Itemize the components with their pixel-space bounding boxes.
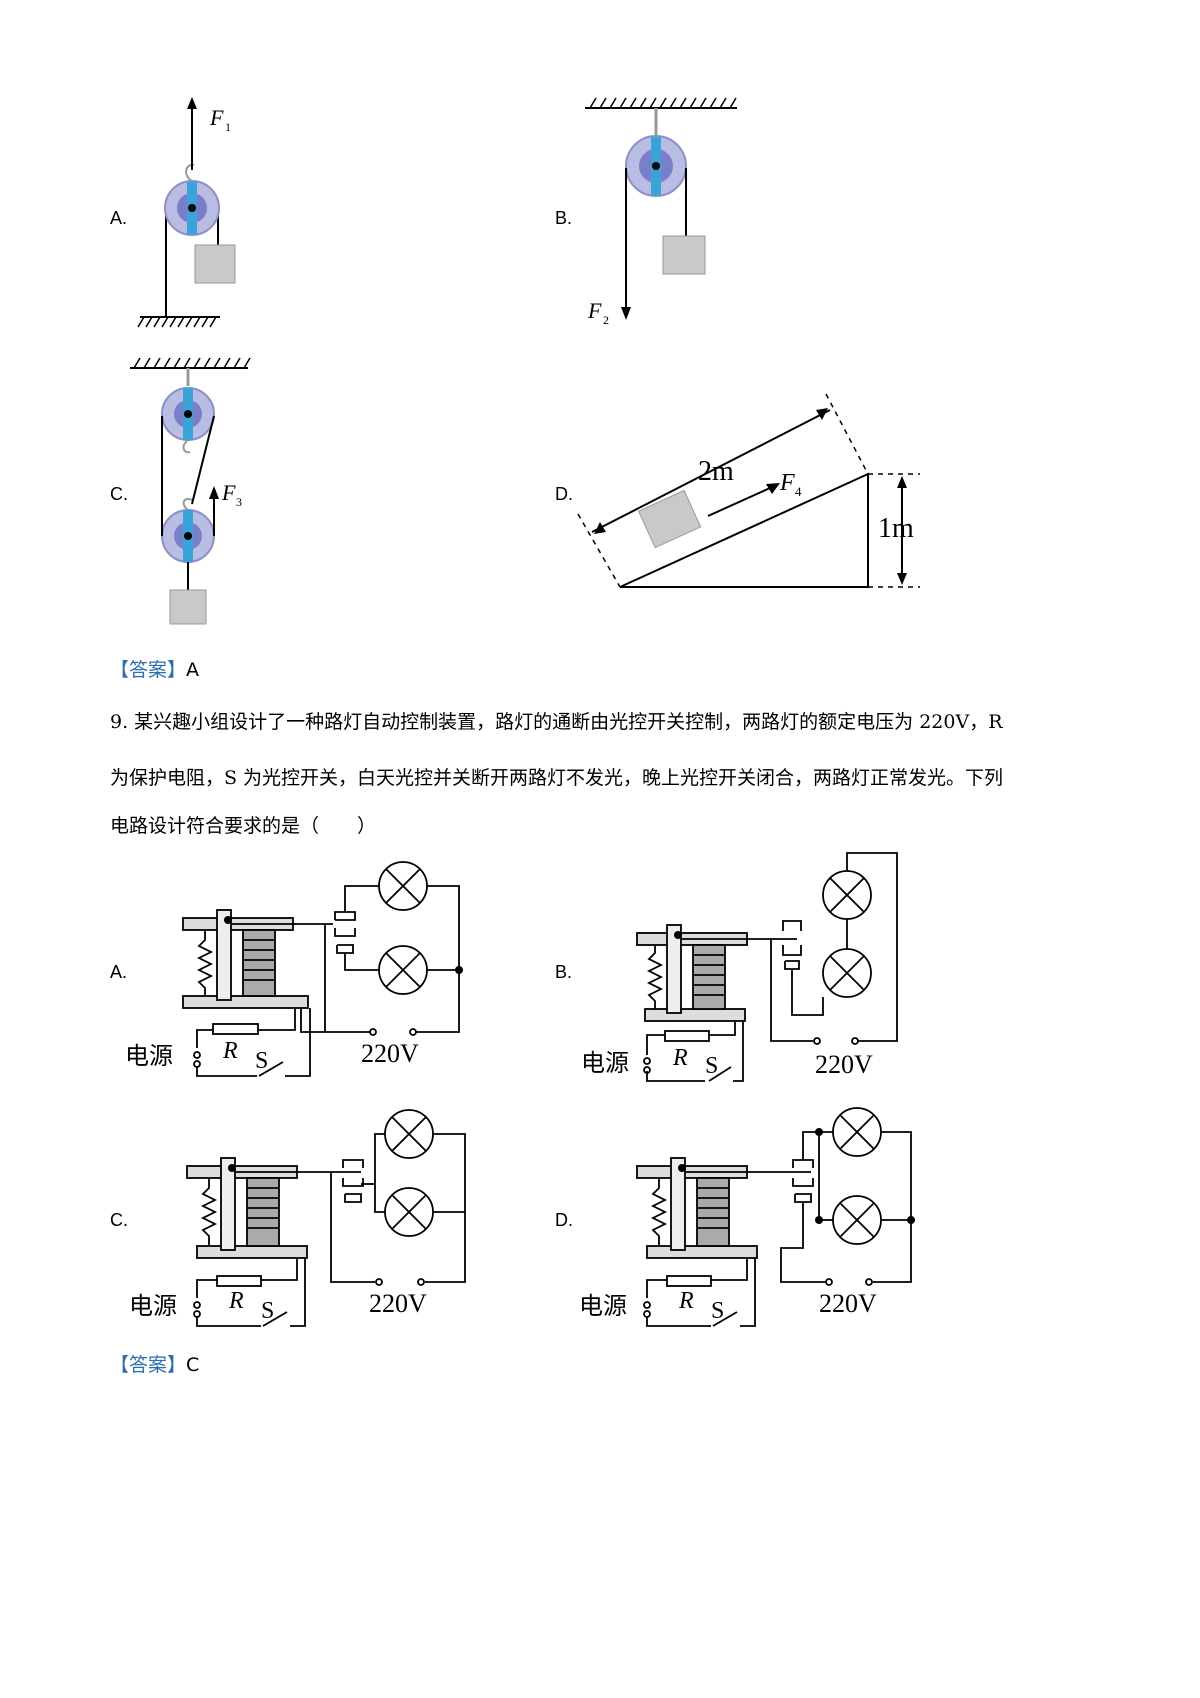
- incline-height-label: 1m: [878, 513, 914, 544]
- power-label: 电源: [579, 1292, 627, 1320]
- resistor-label: R: [228, 1288, 244, 1314]
- switch-label: S: [261, 1298, 274, 1324]
- pulley-figure-a: F 1: [137, 97, 236, 328]
- answer-tag: 【答案】: [110, 1354, 187, 1376]
- resistor-label: R: [222, 1038, 238, 1064]
- voltage-label: 220V: [815, 1050, 873, 1079]
- answer-tag: 【答案】: [110, 659, 187, 681]
- force-label-f3: F: [221, 480, 236, 505]
- circuit-figure-c: 电源 R S 220V: [129, 1109, 466, 1327]
- force-sub-3: 3: [236, 495, 242, 509]
- force-sub-4: 4: [795, 484, 802, 499]
- force-label-f4: F: [779, 470, 795, 496]
- switch-label: S: [711, 1298, 724, 1324]
- answer-8: 【答案】A: [110, 655, 199, 682]
- option-b-label: B.: [555, 208, 573, 228]
- power-label: 电源: [129, 1292, 177, 1320]
- option-c-label: C.: [110, 484, 128, 504]
- circuit-option-c-label: C.: [110, 1210, 128, 1230]
- pulley-figure-c: F 3: [130, 357, 251, 625]
- question-9-text: 9. 某兴趣小组设计了一种路灯自动控制装置，路灯的通断由光控开关控制，两路灯的额…: [110, 694, 1100, 846]
- circuit-figure-d: 电源 R S 220V: [579, 1107, 915, 1327]
- circuit-option-d-label: D.: [555, 1210, 573, 1230]
- voltage-label: 220V: [819, 1289, 877, 1318]
- switch-label: S: [255, 1048, 268, 1074]
- incline-length-label: 2m: [698, 456, 734, 487]
- question-line-3: 电路设计符合要求的是（ ）: [110, 815, 377, 837]
- power-label: 电源: [581, 1049, 629, 1077]
- pulley-figure-b: F 2: [585, 97, 737, 327]
- force-label-f2: F: [587, 298, 602, 323]
- option-d-label: D.: [555, 484, 573, 504]
- force-sub-2: 2: [603, 313, 609, 327]
- circuit-figure-b: 电源 R S 220V: [581, 852, 898, 1082]
- question-line-2: 为保护电阻，S 为光控开关，白天光控并关断开两路灯不发光，晚上光控开关闭合，两路…: [110, 767, 1004, 789]
- voltage-label: 220V: [369, 1289, 427, 1318]
- power-label: 电源: [125, 1042, 173, 1070]
- resistor-label: R: [672, 1045, 688, 1071]
- option-a-label: A.: [110, 208, 128, 228]
- circuit-option-a-label: A.: [110, 962, 128, 982]
- question-line-1: 9. 某兴趣小组设计了一种路灯自动控制装置，路灯的通断由光控开关控制，两路灯的额…: [110, 711, 1003, 733]
- switch-label: S: [705, 1053, 718, 1079]
- answer-9: 【答案】C: [110, 1350, 199, 1377]
- answer-value: A: [186, 659, 200, 681]
- voltage-label: 220V: [361, 1039, 419, 1068]
- circuit-figure-a: 电源 R S 220V: [125, 861, 463, 1077]
- incline-figure-d: 2m F 4 1m: [577, 393, 920, 588]
- circuit-option-b-label: B.: [555, 962, 573, 982]
- resistor-label: R: [678, 1288, 694, 1314]
- force-label-f1: F: [209, 105, 224, 130]
- force-sub-1: 1: [225, 120, 231, 134]
- answer-value: C: [186, 1354, 200, 1376]
